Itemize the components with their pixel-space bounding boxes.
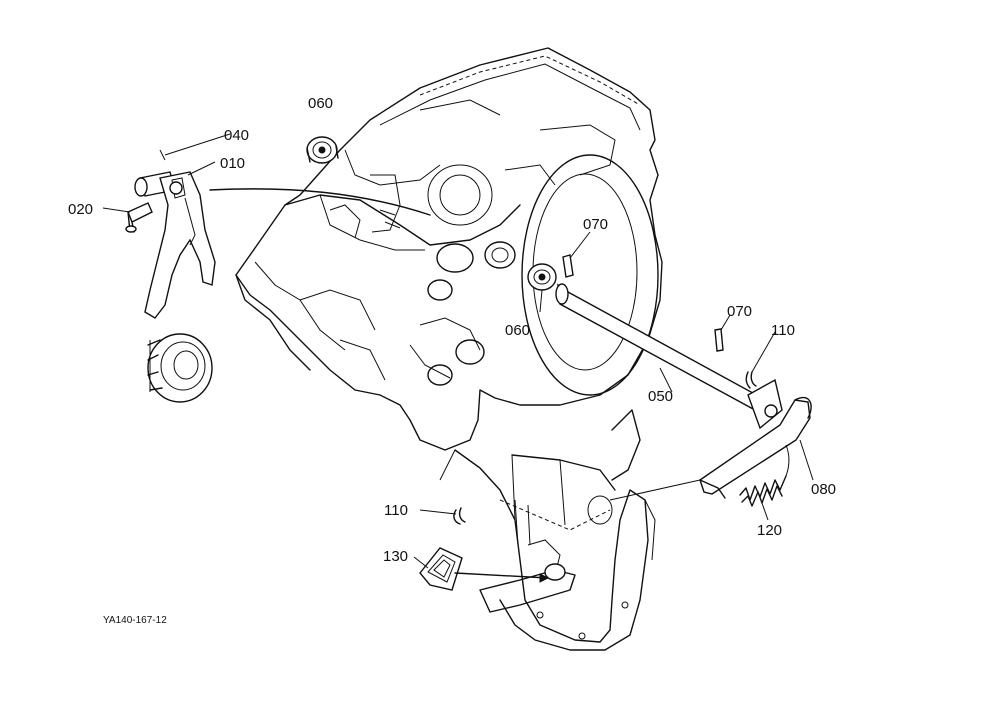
- label-120: 120: [757, 522, 782, 539]
- shifter-fork-assembly: [125, 171, 216, 319]
- pedal-pad-130: [419, 547, 550, 591]
- pedal-bracket: [439, 409, 656, 651]
- leader-lines: [102, 133, 814, 569]
- pin-070-b: [714, 328, 724, 352]
- figure-code: YA140-167-12: [103, 615, 167, 626]
- label-110-lower: 110: [384, 502, 408, 519]
- label-130: 130: [383, 548, 408, 565]
- shift-collar: [147, 333, 213, 403]
- rod-080: [699, 396, 812, 499]
- label-070-upper: 070: [583, 216, 608, 233]
- transmission-housing: [209, 47, 663, 451]
- label-070-lower: 070: [727, 303, 752, 320]
- label-010: 010: [220, 155, 245, 172]
- cotter-pin-110-b: [453, 507, 466, 525]
- label-020: 020: [68, 201, 93, 218]
- bearing-060-top: [306, 136, 339, 164]
- label-060-top: 060: [308, 95, 333, 112]
- label-050: 050: [648, 388, 673, 405]
- bearing-060-shaft: [527, 263, 557, 291]
- pin-070-a: [562, 254, 574, 278]
- part-labels: 060 040 010 020 070 060 070 110 050 080 …: [68, 95, 836, 626]
- cotter-pin-110-a: [745, 371, 757, 389]
- label-080: 080: [811, 481, 836, 498]
- label-060-shaft: 060: [505, 322, 530, 339]
- label-040: 040: [224, 127, 249, 144]
- shaft-050: [555, 283, 783, 430]
- label-110-upper: 110: [771, 322, 795, 339]
